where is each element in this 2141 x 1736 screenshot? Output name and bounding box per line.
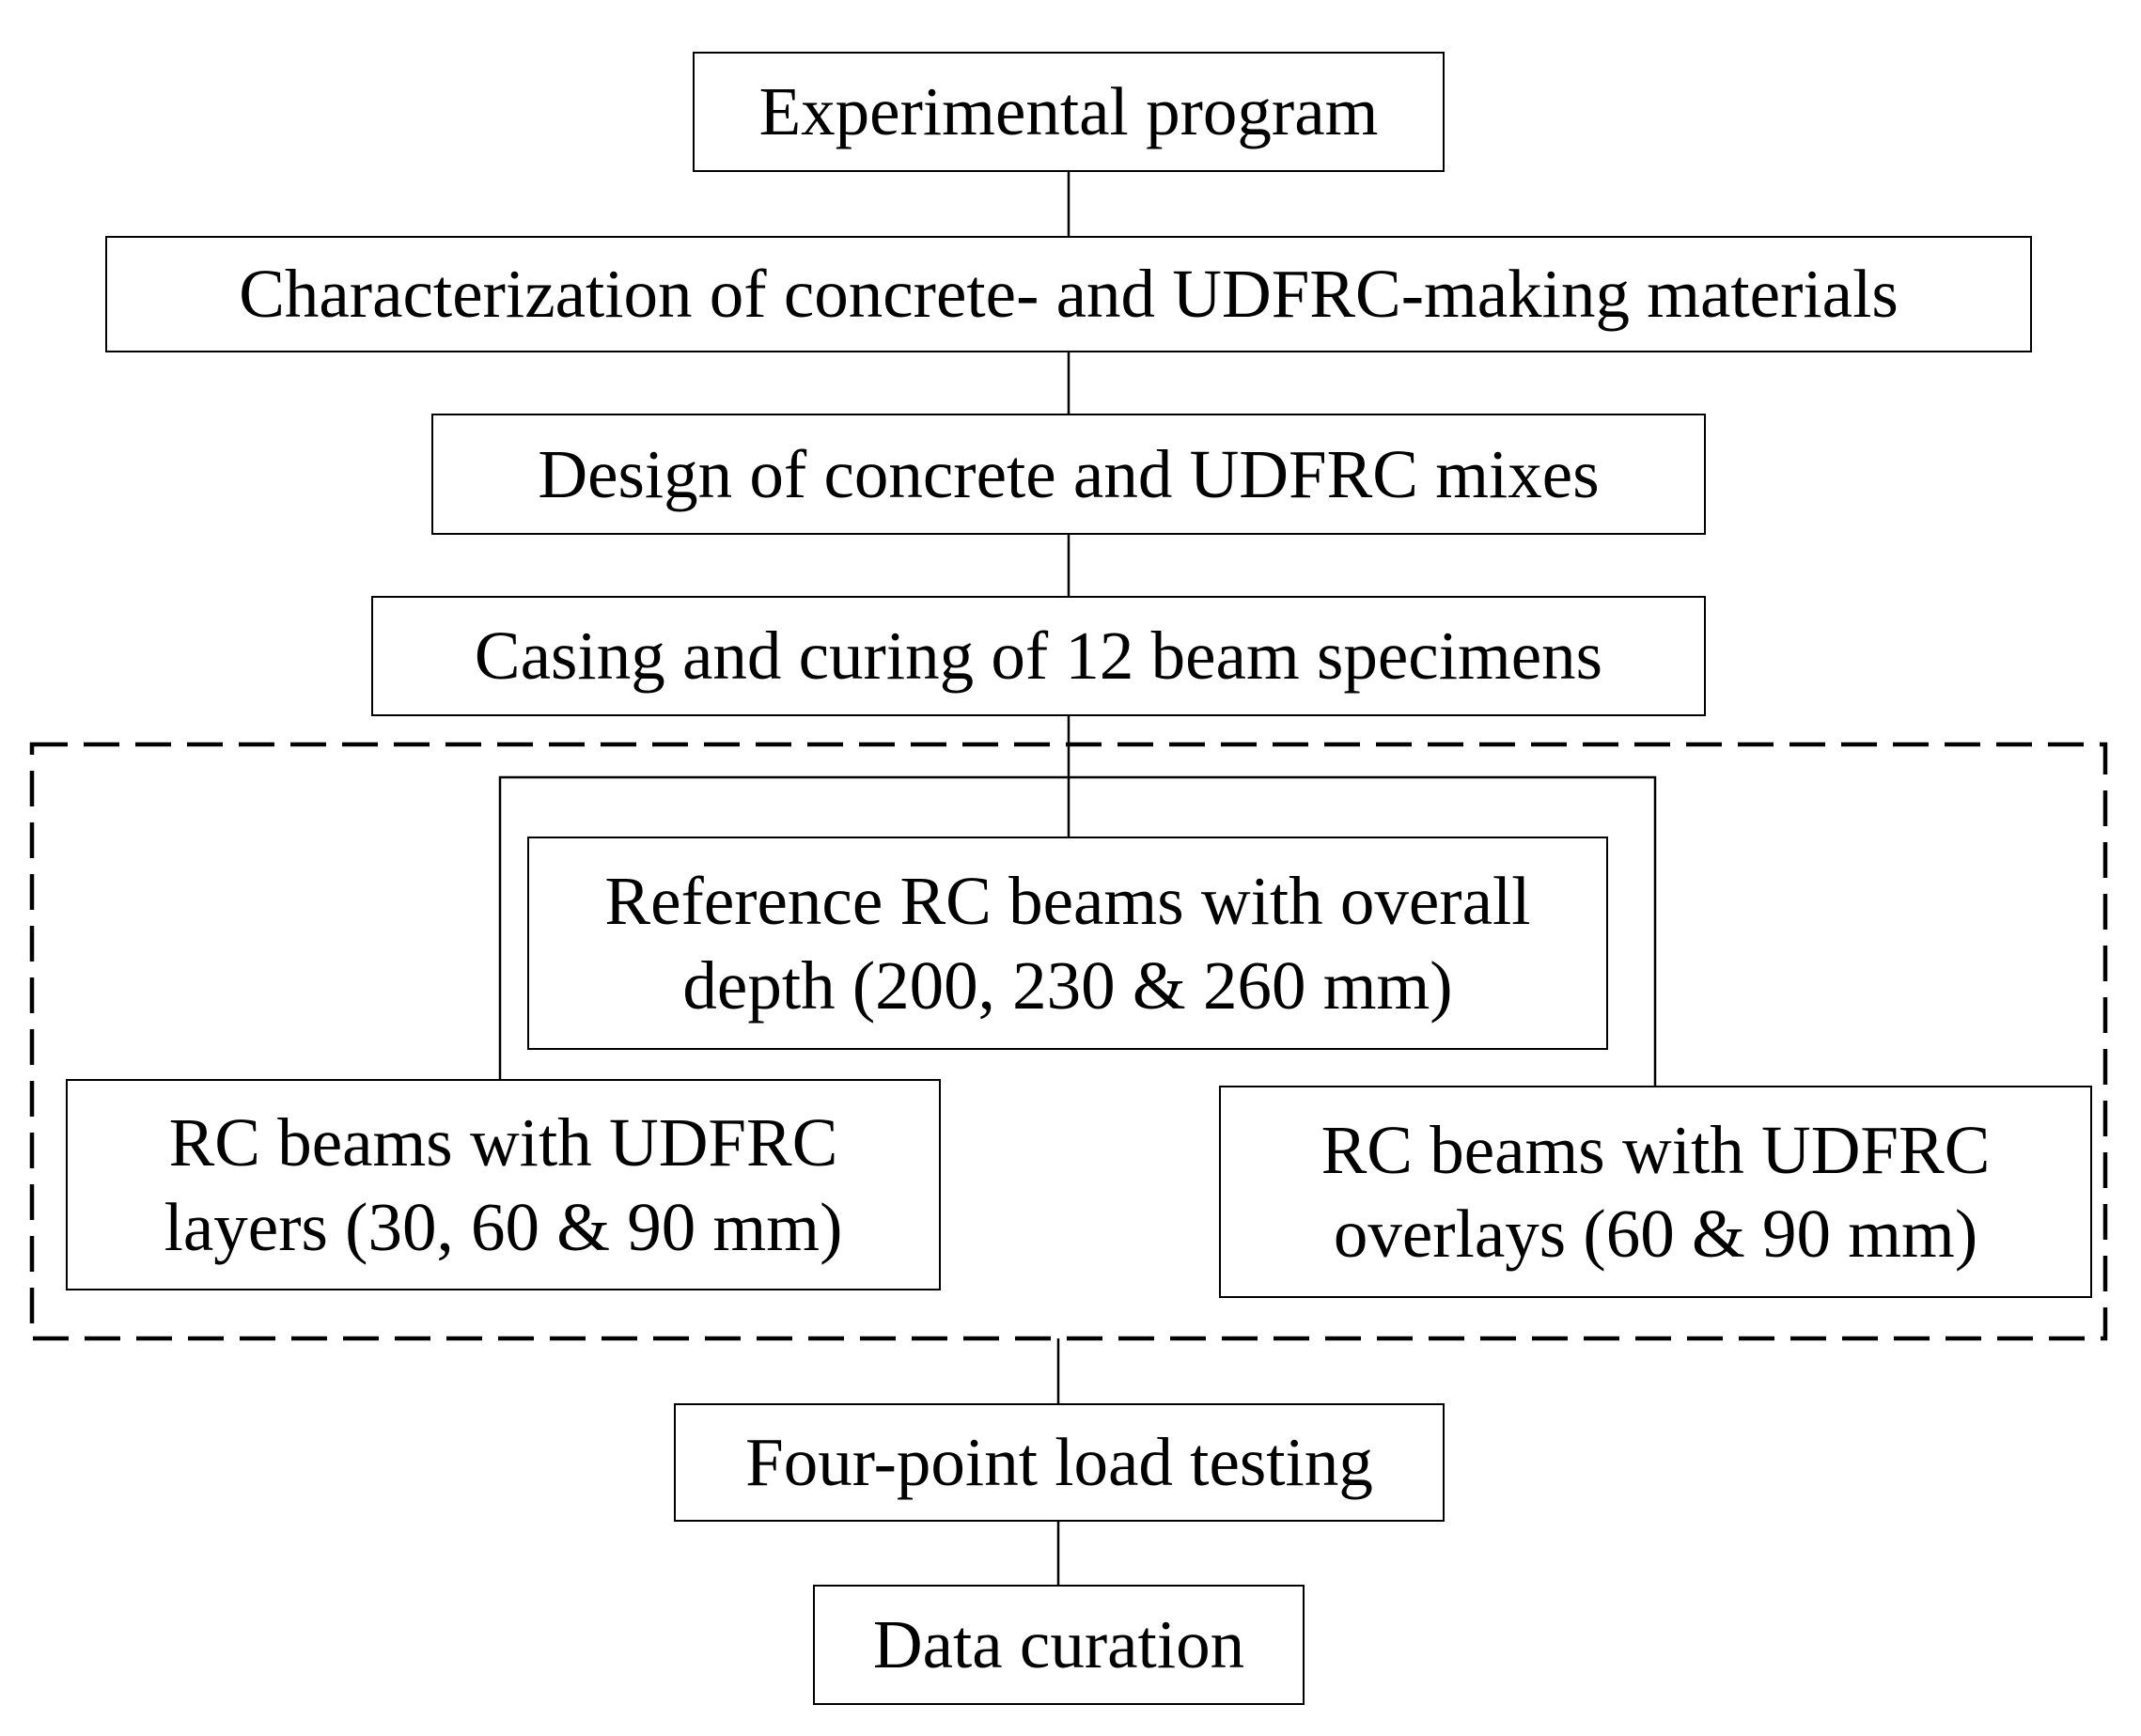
node-four-point-testing-label: Four-point load testing bbox=[745, 1424, 1373, 1501]
node-data-curation-label: Data curation bbox=[872, 1606, 1245, 1683]
node-udfrc-overlays-label: RC beams with UDFRC overlays (60 & 90 mm… bbox=[1321, 1111, 1991, 1272]
node-udfrc-layers: RC beams with UDFRC layers (30, 60 & 90 … bbox=[66, 1079, 941, 1290]
node-four-point-testing: Four-point load testing bbox=[674, 1403, 1445, 1522]
edge-branch-bracket bbox=[498, 775, 1657, 1086]
node-design: Design of concrete and UDFRC mixes bbox=[431, 414, 1706, 535]
node-udfrc-layers-label: RC beams with UDFRC layers (30, 60 & 90 … bbox=[164, 1104, 843, 1265]
specimen-group-border bbox=[29, 742, 2108, 1341]
node-characterization: Characterization of concrete- and UDFRC-… bbox=[105, 236, 2032, 352]
node-casing-label: Casing and curing of 12 beam specimens bbox=[474, 618, 1603, 695]
node-reference-beams: Reference RC beams with overall depth (2… bbox=[527, 837, 1608, 1050]
node-casing: Casing and curing of 12 beam specimens bbox=[371, 596, 1706, 716]
node-data-curation: Data curation bbox=[813, 1585, 1305, 1705]
node-reference-beams-label: Reference RC beams with overall depth (2… bbox=[604, 863, 1531, 1024]
node-experimental-program-label: Experimental program bbox=[758, 73, 1379, 150]
node-experimental-program: Experimental program bbox=[693, 52, 1445, 172]
node-udfrc-overlays: RC beams with UDFRC overlays (60 & 90 mm… bbox=[1219, 1086, 2092, 1298]
node-design-label: Design of concrete and UDFRC mixes bbox=[538, 435, 1600, 512]
node-characterization-label: Characterization of concrete- and UDFRC-… bbox=[239, 256, 1899, 333]
